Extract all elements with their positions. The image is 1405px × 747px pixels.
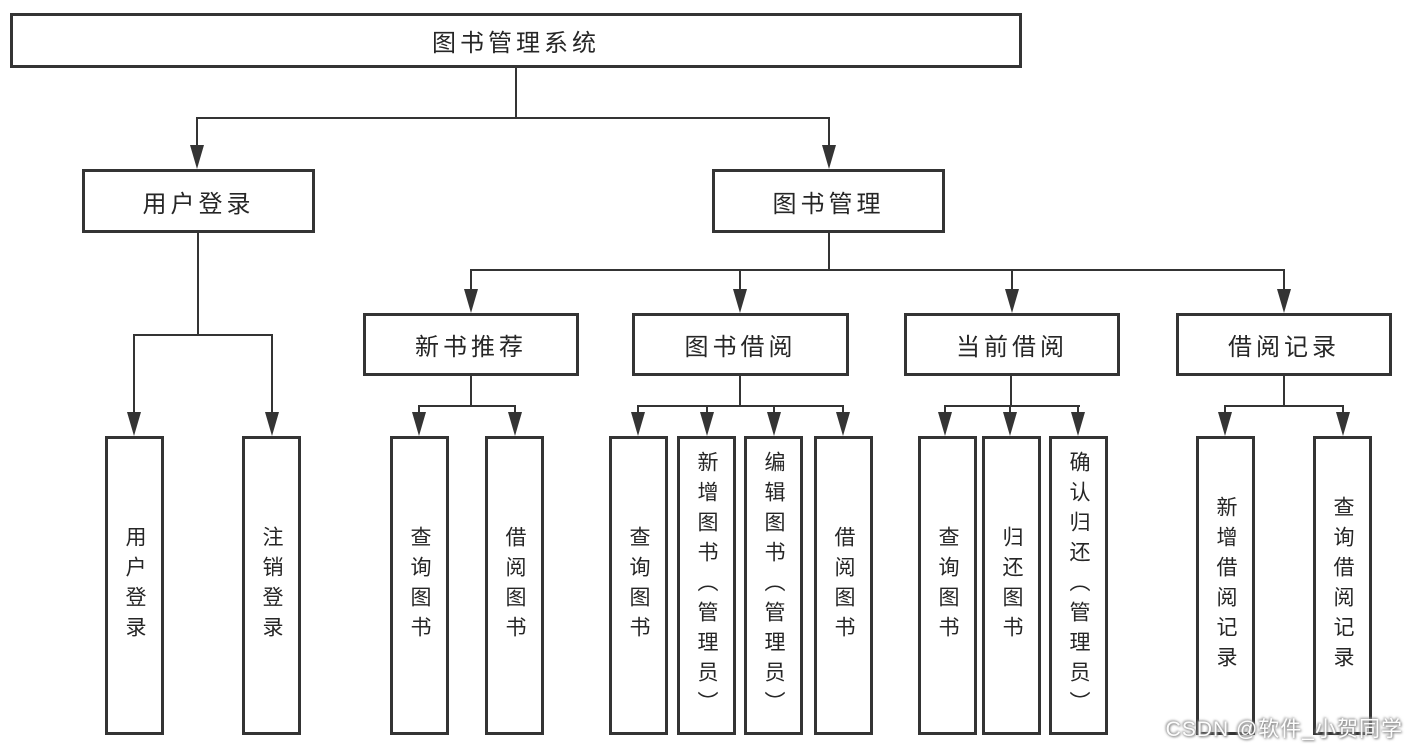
leaf-add-book-admin: 新增图书（管理员） (677, 436, 736, 735)
connector-line (637, 405, 844, 407)
connector-line (1283, 269, 1285, 291)
connector-line (1010, 376, 1012, 406)
connector-line (1224, 405, 1226, 414)
arrow-down-icon (1005, 289, 1019, 313)
connector-line (133, 334, 135, 414)
arrow-down-icon (822, 145, 836, 169)
arrow-down-icon (190, 145, 204, 169)
connector-line (196, 117, 830, 119)
leaf-user-login: 用户登录 (105, 436, 164, 735)
node-library-system: 图书管理系统 (10, 13, 1022, 68)
connector-line (133, 334, 273, 336)
arrow-down-icon (1218, 412, 1232, 436)
arrow-down-icon (412, 412, 426, 436)
connector-line (470, 269, 472, 291)
arrow-down-icon (631, 412, 645, 436)
connector-line (196, 117, 198, 146)
leaf-edit-book-admin: 编辑图书（管理员） (744, 436, 803, 735)
arrow-down-icon (1336, 412, 1350, 436)
connector-line (1009, 405, 1011, 414)
leaf-borrow-books-recommend: 借阅图书 (485, 436, 544, 735)
node-new-book-recommend: 新书推荐 (363, 313, 579, 376)
connector-line (197, 233, 199, 335)
connector-line (1011, 269, 1013, 291)
arrow-down-icon (836, 412, 850, 436)
arrow-down-icon (938, 412, 952, 436)
node-book-borrow: 图书借阅 (632, 313, 849, 376)
connector-line (1077, 405, 1079, 414)
arrow-down-icon (700, 412, 714, 436)
leaf-return-book: 归还图书 (982, 436, 1041, 735)
node-current-borrow: 当前借阅 (904, 313, 1120, 376)
arrow-down-icon (464, 289, 478, 313)
connector-line (842, 405, 844, 414)
connector-line (418, 405, 420, 414)
leaf-add-borrow-record: 新增借阅记录 (1196, 436, 1255, 735)
connector-line (515, 68, 517, 118)
leaf-query-books-recommend: 查询图书 (390, 436, 449, 735)
leaf-query-books-current: 查询图书 (918, 436, 977, 735)
arrow-down-icon (1071, 412, 1085, 436)
connector-line (944, 405, 1080, 407)
leaf-logout: 注销登录 (242, 436, 301, 735)
arrow-down-icon (265, 412, 279, 436)
connector-line (1342, 405, 1344, 414)
connector-line (418, 405, 516, 407)
connector-line (773, 405, 775, 414)
arrow-down-icon (1003, 412, 1017, 436)
connector-line (828, 233, 830, 270)
connector-line (470, 269, 1285, 271)
arrow-down-icon (508, 412, 522, 436)
connector-line (739, 376, 741, 406)
connector-line (1283, 376, 1285, 406)
arrow-down-icon (733, 289, 747, 313)
connector-line (470, 376, 472, 406)
connector-line (637, 405, 639, 414)
node-user-login: 用户登录 (82, 169, 315, 233)
connector-line (706, 405, 708, 414)
node-book-management: 图书管理 (712, 169, 945, 233)
connector-line (739, 269, 741, 291)
arrow-down-icon (127, 412, 141, 436)
connector-line (828, 117, 830, 146)
connector-line (514, 405, 516, 414)
leaf-query-borrow-record: 查询借阅记录 (1313, 436, 1372, 735)
leaf-query-books-borrow: 查询图书 (609, 436, 668, 735)
leaf-confirm-return-admin: 确认归还（管理员） (1049, 436, 1108, 735)
connector-line (1224, 405, 1344, 407)
connector-line (944, 405, 946, 414)
connector-line (271, 334, 273, 414)
arrow-down-icon (767, 412, 781, 436)
watermark: CSDN @软件_小贺同学 (1165, 718, 1403, 741)
leaf-borrow-books: 借阅图书 (814, 436, 873, 735)
node-borrow-records: 借阅记录 (1176, 313, 1392, 376)
arrow-down-icon (1277, 289, 1291, 313)
